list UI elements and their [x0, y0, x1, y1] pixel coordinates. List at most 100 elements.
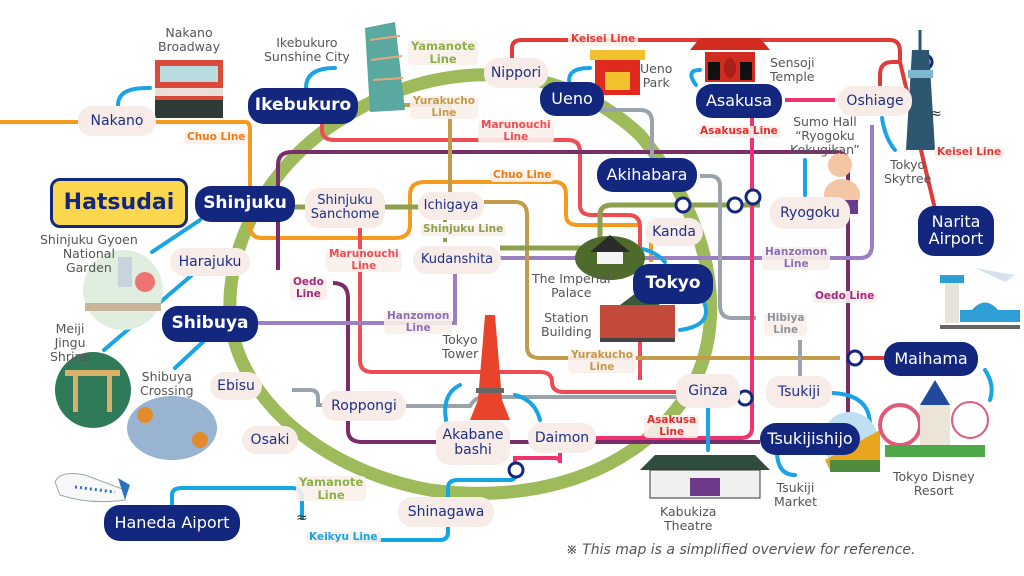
arrow-sunshine-city	[304, 66, 337, 90]
label-chuo-line-center: Chuo Line	[490, 169, 555, 182]
station-osaki[interactable]: Osaki	[242, 426, 298, 454]
asakusa-line-path	[600, 118, 754, 440]
transfer-circle-akihabara	[674, 196, 692, 214]
label-oedo-line-left: Oedo Line	[290, 276, 327, 301]
landmark-sunshine-city: Ikebukuro Sunshine City	[264, 35, 350, 64]
label-oedo-line-right: Oedo Line	[812, 290, 878, 303]
arrow-station	[678, 298, 709, 332]
station-ebisu[interactable]: Ebisu	[210, 372, 262, 400]
label-keisei-line-right: Keisei Line	[934, 146, 1005, 159]
marunouchi-lower-path	[358, 210, 690, 394]
station-akihabara[interactable]: Akihabara	[597, 158, 697, 192]
hibiya-upper-path	[700, 174, 756, 320]
transfer-circle-ginza	[736, 389, 754, 407]
station-harajuku[interactable]: Harajuku	[170, 248, 250, 276]
landmark-sumo-hall: Sumo Hall “Ryogoku Kokugikan”	[790, 114, 860, 157]
station-hatsudai[interactable]: Hatsudai	[50, 178, 188, 228]
yurakucho-line-path	[400, 103, 452, 205]
station-nakano[interactable]: Nakano	[78, 106, 156, 136]
imperial-palace-icon	[575, 235, 645, 280]
transfer-circle-sengakuji	[507, 461, 525, 479]
arrow-shibuya-crossing	[173, 338, 207, 370]
label-keisei-line-top: Keisei Line	[568, 33, 639, 46]
tokyo-tower-icon	[470, 315, 510, 420]
footnote: ※ This map is a simplified overview for …	[566, 542, 916, 558]
landmark-meiji-jingu: Meiji Jingu Shrine	[50, 321, 91, 364]
hanzomon-line-path	[250, 268, 457, 325]
sensoji-temple-icon	[690, 38, 770, 82]
station-shibuya[interactable]: Shibuya	[162, 306, 258, 342]
label-yurakucho-line-top: Yurakucho Line	[410, 95, 478, 120]
station-roppongi[interactable]: Roppongi	[322, 391, 406, 421]
oedo-lower-path	[332, 281, 760, 444]
station-ryogoku[interactable]: Ryogoku	[770, 197, 850, 229]
landmark-tokyo-skytree: Tokyo Skytree	[884, 157, 932, 186]
yurakucho-lower-path	[484, 200, 840, 360]
station-shinagawa[interactable]: Shinagawa	[398, 497, 494, 527]
ueno-park-icon	[590, 50, 645, 95]
kabukiza-icon	[640, 455, 770, 499]
station-tsukijishijo[interactable]: Tsukijishijo	[760, 423, 860, 455]
label-marunouchi-line-left: Marunouchi Line	[326, 248, 402, 273]
station-tokyo[interactable]: Tokyo	[633, 264, 713, 304]
station-oshiage[interactable]: Oshiage	[838, 86, 912, 116]
station-maihama[interactable]: Maihama	[884, 342, 978, 376]
haneda-airplane-icon	[54, 473, 130, 503]
nakano-broadway-icon	[155, 60, 223, 118]
hibiya-line-path	[600, 108, 654, 170]
station-ichigaya[interactable]: Ichigaya	[418, 192, 484, 220]
squiggle-keisei: ≈	[930, 106, 942, 122]
label-yamanote-line-bottom: Yamanote Line	[296, 476, 367, 502]
station-haneda-airport[interactable]: Haneda Aiport	[104, 505, 240, 541]
station-kanda[interactable]: Kanda	[645, 218, 703, 246]
landmark-nakano-broadway: Nakano Broadway	[158, 25, 220, 54]
transfer-circle-bakuro-2	[744, 188, 762, 206]
station-ueno[interactable]: Ueno	[540, 82, 604, 116]
landmark-tokyo-tower: Tokyo Tower	[442, 332, 479, 361]
skytree-icon	[906, 30, 935, 150]
landmark-imperial-palace: The Imperial Palace	[532, 271, 611, 300]
station-shinjuku-sanchome[interactable]: Shinjuku Sanchome	[305, 188, 385, 228]
narita-airport-icon	[940, 268, 1020, 329]
chuo-line-path	[0, 120, 640, 240]
station-ikebukuro[interactable]: Ikebukuro	[248, 88, 358, 124]
landmark-tokyo-disney-resort: Tokyo Disney Resort	[893, 469, 975, 498]
meiji-shrine-icon	[55, 352, 131, 428]
label-hibiya-line: Hibiya Line	[764, 312, 808, 337]
arrow-akabane	[443, 383, 462, 427]
arrow-nakano-broadway	[116, 85, 152, 107]
label-hanzomon-line-left: Hanzomon Line	[384, 310, 453, 335]
hanzomon-upper-path	[500, 125, 874, 260]
landmark-shinjuku-gyoen: Shinjuku Gyoen National Garden	[40, 232, 138, 275]
label-yamanote-line-top: Yamanote Line	[408, 40, 479, 66]
disney-resort-icon	[878, 380, 989, 457]
station-daimon[interactable]: Daimon	[528, 423, 596, 453]
landmark-station-building: Station Building	[541, 310, 592, 339]
label-asakusa-line-bottom: Asakusa Line	[644, 414, 700, 439]
arrow-disney	[983, 368, 994, 402]
label-shinjuku-line: Shinjuku Line	[420, 223, 507, 236]
station-shinjuku[interactable]: Shinjuku	[195, 186, 295, 222]
arrow-skytree	[880, 116, 897, 152]
arrow-sensoji	[689, 68, 702, 87]
arrow-gyoen	[150, 218, 202, 254]
station-narita-airport[interactable]: Narita Airport	[918, 206, 994, 256]
transfer-circle-maihama	[846, 349, 864, 367]
station-ginza[interactable]: Ginza	[676, 374, 740, 408]
hibiya-lower-path	[292, 340, 802, 408]
transfer-circle-bakuro-1	[726, 196, 744, 214]
landmark-shibuya-crossing: Shibuya Crossing	[140, 369, 194, 398]
label-marunouchi-line-top: Marunouchi Line	[478, 119, 554, 144]
station-tsukiji[interactable]: Tsukiji	[766, 376, 832, 408]
keisei-oshiage-path	[878, 60, 942, 231]
station-asakusa[interactable]: Asakusa	[696, 84, 782, 118]
station-akabanebashi[interactable]: Akabane bashi	[436, 421, 510, 465]
gyoen-garden-icon	[83, 250, 163, 330]
arrow-tsukiji-market	[775, 451, 797, 477]
station-kudanshita[interactable]: Kudanshita	[413, 246, 501, 274]
label-chuo-line-left: Chuo Line	[184, 131, 249, 144]
landmark-sensoji-temple: Sensoji Temple	[770, 55, 815, 84]
sunshine-city-icon	[365, 22, 405, 112]
station-nippori[interactable]: Nippori	[484, 58, 548, 88]
label-hanzomon-line-right: Hanzomon Line	[762, 246, 831, 271]
